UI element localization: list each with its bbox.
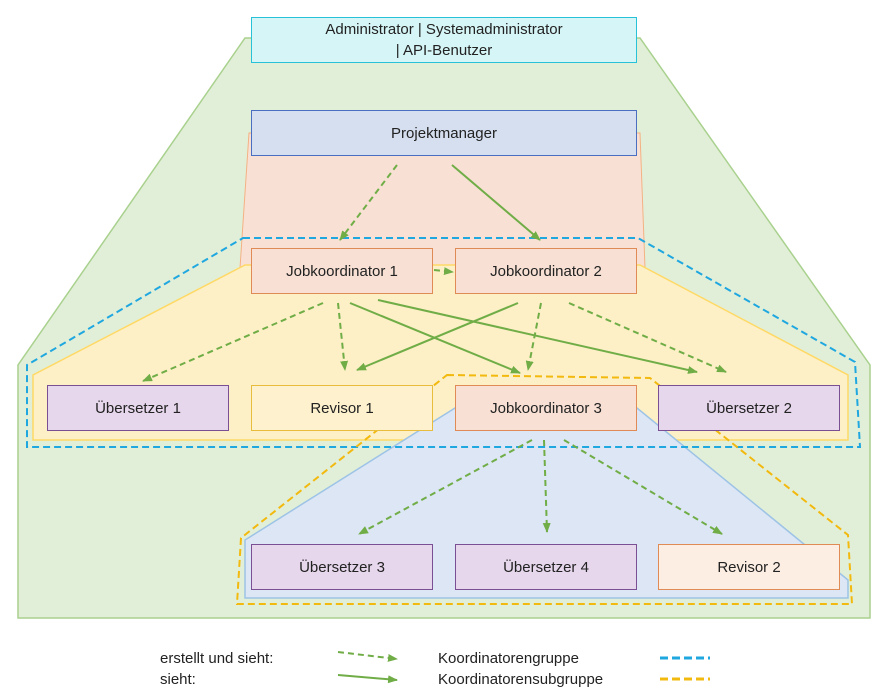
- node-projektmanager: Projektmanager: [251, 110, 637, 156]
- arrow-jk1-to-jk2: [433, 267, 454, 276]
- node-jobkoordinator-1-label: Jobkoordinator 1: [286, 262, 398, 280]
- legend-creates-and-sees: erstellt und sieht:: [160, 650, 274, 667]
- arrow-jk2-to-rev1: [356, 302, 519, 371]
- node-jobkoordinator-3-label: Jobkoordinator 3: [490, 399, 602, 417]
- node-uebersetzer-4: Übersetzer 4: [455, 544, 637, 590]
- node-uebersetzer-4-label: Übersetzer 4: [503, 558, 589, 576]
- node-uebersetzer-2-label: Übersetzer 2: [706, 399, 792, 417]
- legend-arrow-dashed: [337, 651, 398, 662]
- coordinator-subgroup-outline: [235, 373, 854, 605]
- arrow-pm-to-jk2: [451, 164, 541, 241]
- legend-sees: sieht:: [160, 671, 196, 688]
- arrow-jk1-to-rev1: [337, 302, 349, 371]
- arrow-jk3-to-ue4: [542, 439, 551, 533]
- legend-coordinator-subgroup: Koordinatorensubgruppe: [438, 671, 604, 688]
- legend-arrow-solid: [337, 674, 398, 684]
- arrow-jk3-to-rev2: [563, 439, 723, 535]
- node-admin-label: Administrator | Systemadministrator | AP…: [325, 21, 563, 59]
- node-revisor-1-label: Revisor 1: [310, 399, 374, 417]
- arrow-jk3-to-ue3: [358, 439, 533, 535]
- node-jobkoordinator-1: Jobkoordinator 1: [251, 248, 433, 294]
- node-jobkoordinator-2-label: Jobkoordinator 2: [490, 262, 602, 280]
- node-uebersetzer-3-label: Übersetzer 3: [299, 558, 385, 576]
- coordinator-region: [32, 264, 849, 441]
- node-jobkoordinator-3: Jobkoordinator 3: [455, 385, 637, 431]
- node-projektmanager-label: Projektmanager: [391, 124, 497, 142]
- node-uebersetzer-1: Übersetzer 1: [47, 385, 229, 431]
- arrow-jk2-to-ue2: [568, 302, 727, 373]
- node-revisor-1: Revisor 1: [251, 385, 433, 431]
- node-jobkoordinator-2: Jobkoordinator 2: [455, 248, 637, 294]
- arrow-jk1-to-ue2: [377, 299, 698, 374]
- arrow-pm-to-jk1: [339, 164, 398, 241]
- node-admin: Administrator | Systemadministrator | AP…: [251, 17, 637, 63]
- node-revisor-2: Revisor 2: [658, 544, 840, 590]
- node-uebersetzer-1-label: Übersetzer 1: [95, 399, 181, 417]
- node-uebersetzer-2: Übersetzer 2: [658, 385, 840, 431]
- node-revisor-2-label: Revisor 2: [717, 558, 781, 576]
- arrow-jk2-to-jk3: [525, 302, 542, 371]
- node-uebersetzer-3: Übersetzer 3: [251, 544, 433, 590]
- arrow-jk1-to-ue1: [142, 302, 324, 382]
- coordinator-group-outline: [26, 237, 862, 448]
- legend-coordinator-group: Koordinatorengruppe: [438, 650, 579, 667]
